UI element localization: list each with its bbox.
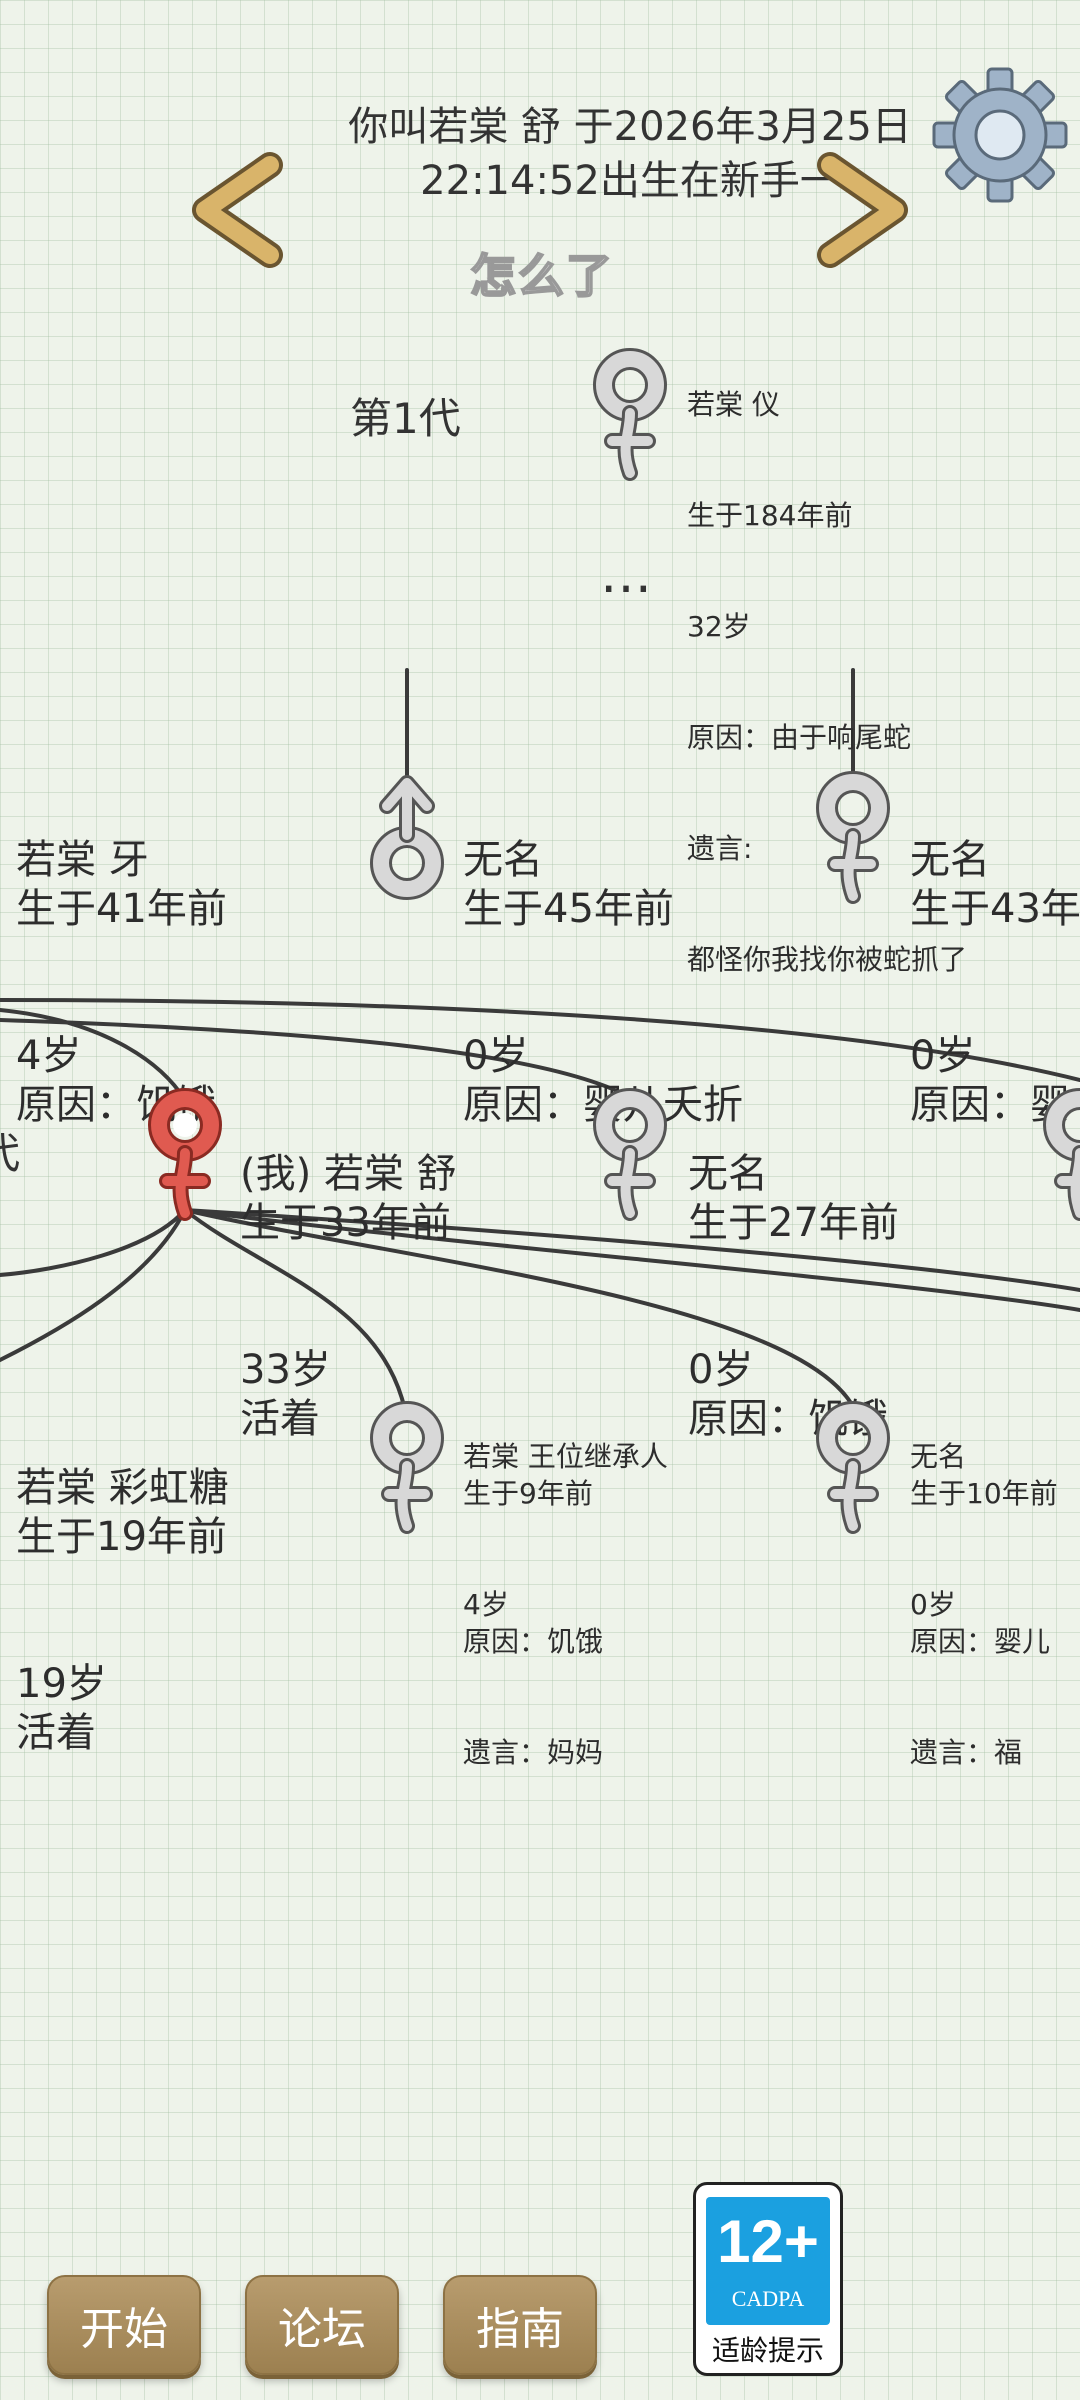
female-symbol-icon — [370, 1401, 444, 1534]
age-rating-tip: 适龄提示 — [711, 2334, 824, 2367]
guide-button[interactable]: 指南 — [443, 2275, 597, 2375]
ancestor-born: 生于184年前 — [687, 499, 853, 532]
ancestor-age: 32岁 — [687, 610, 751, 643]
age-rating-blue: 12+ CADPA — [706, 2197, 830, 2325]
child-info: 若棠 彩虹糖生于19年前 19岁活着 — [16, 1465, 229, 1756]
female-symbol-icon — [1043, 1088, 1080, 1221]
female-symbol-icon — [593, 1088, 667, 1221]
whats-wrong-link[interactable]: 怎么了 — [469, 248, 614, 304]
female-symbol-icon — [816, 771, 890, 904]
previous-arrow-button[interactable] — [180, 150, 290, 270]
header-line-1: 你叫若棠 舒 于2026年3月25日 — [348, 104, 912, 150]
collapsed-generations[interactable]: … — [600, 545, 656, 605]
age-rating-badge[interactable]: 12+ CADPA 适龄提示 — [693, 2182, 843, 2376]
ancestor-last-words-label: 遗言: — [687, 832, 753, 865]
ancestor-name: 若棠 仪 — [687, 388, 780, 421]
sibling-symbol[interactable] — [1040, 1085, 1080, 1225]
forum-button[interactable]: 论坛 — [245, 2275, 399, 2375]
child-symbol[interactable] — [367, 1398, 447, 1538]
ancestor-cause: 原因：由于响尾蛇 — [687, 721, 912, 754]
relative-symbol[interactable] — [367, 768, 447, 908]
ancestor-last-words: 都怪你我找你被蛇抓了 — [687, 943, 968, 976]
male-symbol-icon — [370, 775, 444, 900]
right-arrow-icon — [817, 152, 908, 268]
header-line-2: 22:14:52出生在新手一 — [420, 158, 840, 204]
female-symbol-icon — [593, 348, 667, 481]
child-symbol[interactable] — [813, 1398, 893, 1538]
female-symbol-icon — [148, 1088, 222, 1221]
generation-label-partial: 代 — [0, 1120, 20, 1181]
child-info: 若棠 王位继承人生于9年前 4岁原因：饥饿 遗言：妈妈 — [463, 1440, 668, 1769]
self-info: (我) 若棠 舒生于33年前 33岁活着 — [240, 1151, 457, 1442]
sibling-symbol[interactable] — [590, 1085, 670, 1225]
age-rating-org: CADPA — [731, 2286, 805, 2311]
relative-symbol[interactable] — [813, 768, 893, 908]
child-info: 无名生于10年前 0岁原因：婴儿 遗言：福 — [910, 1440, 1058, 1769]
gear-icon — [932, 67, 1068, 203]
ancestor-info: 若棠 仪 生于184年前 32岁 原因：由于响尾蛇 遗言: 都怪你我找你被蛇抓了 — [687, 312, 967, 1015]
next-arrow-button[interactable] — [810, 150, 920, 270]
self-symbol[interactable] — [145, 1085, 225, 1225]
birth-info-header: 你叫若棠 舒 于2026年3月25日 22:14:52出生在新手一 — [330, 100, 930, 208]
female-symbol-icon — [816, 1401, 890, 1534]
start-button[interactable]: 开始 — [47, 2275, 201, 2375]
relative-info: 无名生于45年前 0岁原因：婴儿夭折 — [463, 837, 743, 1128]
generation-label: 第1代 — [350, 394, 461, 443]
age-rating-number: 12+ — [717, 2208, 819, 2275]
ancestor-symbol[interactable] — [590, 345, 670, 485]
settings-button[interactable] — [930, 65, 1070, 205]
left-arrow-icon — [192, 152, 283, 268]
